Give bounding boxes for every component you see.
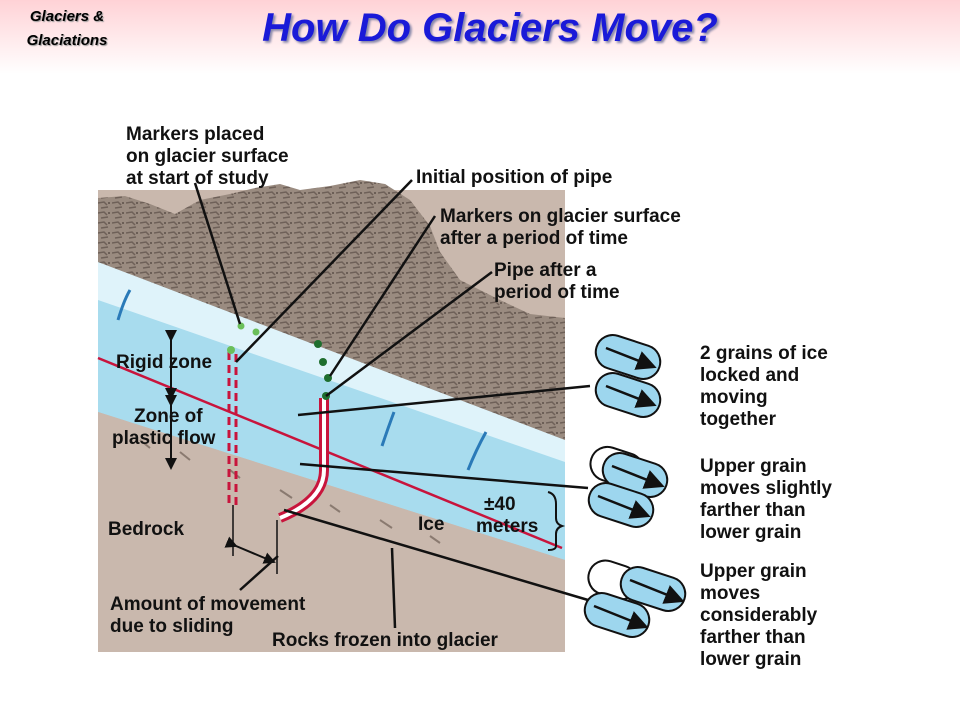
label-grains1-2: locked and <box>700 365 799 386</box>
label-markers-after-1: Markers on glacier surface <box>440 206 681 227</box>
label-grains2-2: moves slightly <box>700 478 832 499</box>
sliding-arrow <box>224 536 276 564</box>
marker-after <box>319 358 327 366</box>
crevasse <box>380 411 396 447</box>
grain-arrow <box>597 494 651 519</box>
crevasse <box>466 431 488 471</box>
grain-group-locked <box>594 334 662 418</box>
leader-markers-after <box>328 215 437 377</box>
marker-start <box>237 322 245 330</box>
leader-pipe-after <box>325 270 493 398</box>
label-grains3-2: moves <box>700 583 760 604</box>
grain-group-considerable <box>583 559 687 638</box>
label-depth-2: meters <box>476 516 538 537</box>
label-pipe-after-2: period of time <box>494 282 620 303</box>
leader-grains-3 <box>283 508 589 602</box>
label-grains2-3: farther than <box>700 500 806 521</box>
label-pipe-after-1: Pipe after a <box>494 260 597 281</box>
label-grains1-4: together <box>700 409 777 430</box>
marker-start <box>252 328 260 336</box>
label-grains1-1: 2 grains of ice <box>700 343 828 364</box>
label-depth-1: ±40 <box>484 494 516 515</box>
bedrock-lower <box>98 412 565 652</box>
label-markers-start-2: on glacier surface <box>126 146 289 167</box>
label-movement-1: Amount of movement <box>110 594 306 615</box>
crevasse <box>116 289 132 321</box>
grain-arrow <box>629 578 685 604</box>
label-rocks: Rocks frozen into glacier <box>272 630 499 651</box>
label-initial-pipe: Initial position of pipe <box>416 167 612 188</box>
label-bedrock: Bedrock <box>108 519 184 540</box>
slide-header: Glaciers & Glaciations How Do Glaciers M… <box>0 0 960 74</box>
marker-start <box>227 346 235 354</box>
label-plastic-flow-2: plastic flow <box>112 428 216 449</box>
label-rigid-zone: Rigid zone <box>116 352 212 373</box>
grain-arrow <box>605 346 657 370</box>
leader-grains-1 <box>297 384 591 417</box>
pipe-after-core <box>279 398 326 520</box>
label-movement-2: due to sliding <box>110 616 234 637</box>
rigid-ice-layer <box>98 262 565 462</box>
thickness-brace <box>547 491 566 551</box>
grain-arrow <box>593 604 649 630</box>
grain-arrow <box>605 384 657 408</box>
course-label-line1: Glaciers & <box>29 8 105 25</box>
label-ice: Ice <box>418 514 444 535</box>
label-grains3-5: lower grain <box>700 649 801 670</box>
label-grains1-3: moving <box>700 387 768 408</box>
leader-initial-pipe <box>235 179 413 363</box>
label-grains2-4: lower grain <box>700 522 801 543</box>
slide-title: How Do Glaciers Move? <box>262 6 718 50</box>
leader-movement <box>239 555 279 591</box>
label-markers-after-2: after a period of time <box>440 228 628 249</box>
label-grains3-4: farther than <box>700 627 806 648</box>
leader-rocks <box>390 547 397 629</box>
marker-after <box>314 340 322 348</box>
label-grains3-3: considerably <box>700 605 818 626</box>
label-markers-start-1: Markers placed <box>126 124 264 145</box>
course-label-line2: Glaciations <box>26 32 108 49</box>
label-grains2-1: Upper grain <box>700 456 807 477</box>
grain-arrow <box>611 464 665 489</box>
label-grains3-1: Upper grain <box>700 561 807 582</box>
grain-group-slight <box>587 445 669 528</box>
label-plastic-flow-1: Zone of <box>134 406 203 427</box>
label-markers-start-3: at start of study <box>126 168 269 189</box>
leader-grains-2 <box>299 462 589 490</box>
leader-markers-start <box>193 182 242 325</box>
